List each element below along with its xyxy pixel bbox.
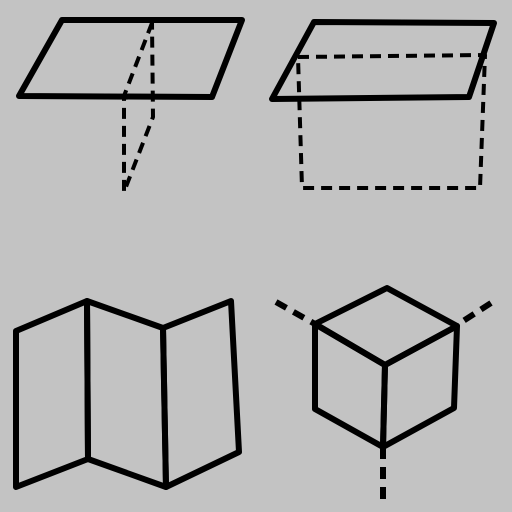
dashed-triangle-face <box>122 22 155 194</box>
figure-folding-screen <box>13 298 242 490</box>
figure-cube-with-axes <box>274 285 493 500</box>
dashed-rectangle-face <box>296 53 487 190</box>
cube-right-face <box>380 323 460 450</box>
figure-plane-with-rectangle <box>269 19 497 190</box>
parallelogram-plane <box>16 17 245 100</box>
dashed-axis-left <box>274 299 317 327</box>
cube-top-face <box>312 285 460 368</box>
parallelogram-lid <box>269 19 497 102</box>
figure-plane-with-triangle <box>16 17 245 194</box>
cube-left-face <box>312 321 388 450</box>
panel-3 <box>160 298 242 490</box>
panel-1 <box>13 298 91 490</box>
panel-2 <box>84 298 169 490</box>
dashed-axis-right <box>455 300 493 328</box>
